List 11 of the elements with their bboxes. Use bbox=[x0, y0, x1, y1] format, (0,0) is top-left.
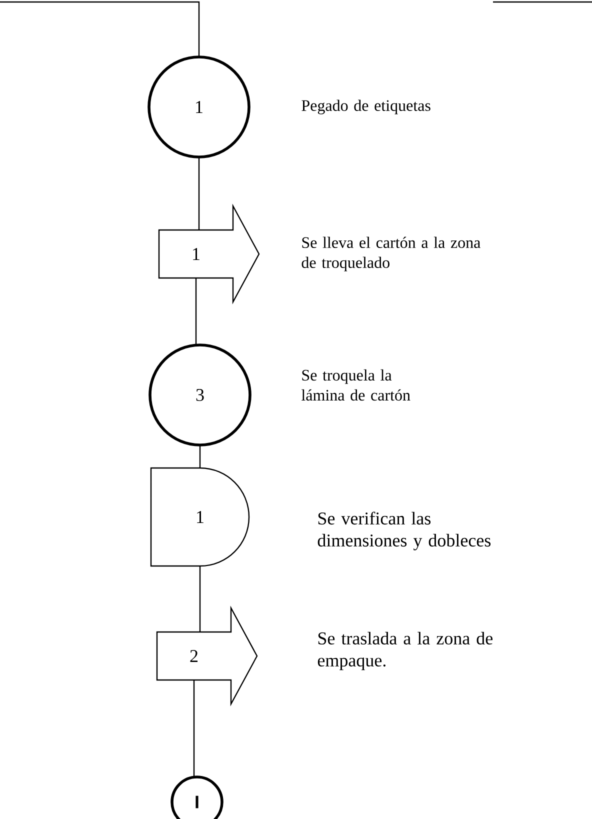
connector-line bbox=[193, 680, 195, 777]
connector-line bbox=[199, 566, 201, 632]
connector-line bbox=[195, 278, 197, 345]
step-description: Se verifican las dimensiones y dobleces bbox=[318, 512, 491, 550]
step-description: Se traslada a la zona de empaque. bbox=[318, 632, 493, 670]
connector-line bbox=[198, 157, 200, 230]
step-description: Se lleva el cartón a la zona de troquelado bbox=[302, 236, 480, 272]
connector-line bbox=[199, 445, 201, 468]
connector-line bbox=[0, 1, 200, 57]
step-description: Pegado de etiquetas bbox=[302, 100, 430, 114]
step-description: Se troquela la lámina de cartón bbox=[302, 369, 410, 401]
